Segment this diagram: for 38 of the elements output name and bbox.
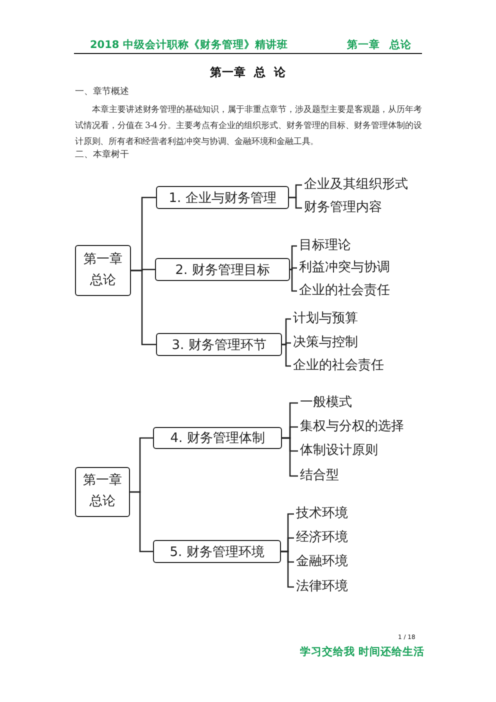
footer-slogan: 学习交给我 时间还给生活 — [300, 646, 425, 659]
subtopic-label: 决策与控制 — [293, 335, 358, 351]
topic-box: 1. 企业与财务管理 — [156, 186, 289, 209]
body-paragraph: 本章主要讲述财务管理的基础知识，属于非重点章节，涉及题型主要是客观题，从历年考试情况看，分值在 3-4 分。主要考点有企业的组织形式、财务管理的目标、财务管理体制的设计原则、所有者和经营者利益冲突与协调、金融环境和金融工具。 — [75, 104, 422, 149]
subtopic-label: 利益冲突与协调 — [299, 260, 390, 276]
subtopic-label: 体制设计原则 — [300, 443, 378, 459]
subtopic-label: 法律环境 — [296, 579, 348, 595]
chapter-box: 第一章总论 — [75, 467, 130, 517]
subtopic-label: 结合型 — [300, 468, 339, 484]
chapter-box: 第一章总论 — [75, 245, 131, 296]
subtopic-label: 财务管理内容 — [304, 200, 382, 216]
subtopic-label: 企业的社会责任 — [299, 283, 390, 299]
topic-box: 5. 财务管理环境 — [153, 540, 281, 563]
subtopic-label: 目标理论 — [299, 238, 351, 254]
topic-box: 3. 财务管理环节 — [156, 333, 282, 356]
page-title: 第一章 总 论 — [210, 66, 286, 80]
section-heading: 二、本章树干 — [75, 150, 129, 161]
course-header: 2018 中级会计职称《财务管理》精讲班 — [90, 39, 288, 52]
chapter-header: 第一章 总论 — [347, 39, 412, 52]
section-heading: 一、章节概述 — [75, 87, 129, 98]
connector-line — [130, 491, 153, 552]
subtopic-label: 经济环境 — [296, 530, 348, 546]
subtopic-label: 金融环境 — [296, 554, 348, 570]
connector-line — [290, 268, 297, 292]
connector-line — [282, 344, 291, 367]
topic-box: 4. 财务管理体制 — [153, 427, 282, 449]
connector-line — [290, 245, 297, 270]
subtopic-label: 集权与分权的选择 — [300, 419, 404, 435]
subtopic-label: 企业及其组织形式 — [304, 177, 408, 193]
connector-line — [282, 437, 298, 477]
subtopic-label: 企业的社会责任 — [293, 358, 384, 374]
subtopic-label: 一般模式 — [300, 395, 352, 411]
topic-box: 2. 财务管理目标 — [155, 258, 290, 281]
connector-line — [289, 196, 302, 209]
subtopic-label: 计划与预算 — [293, 311, 358, 327]
connector-line — [131, 270, 156, 346]
connector-line — [281, 550, 294, 588]
subtopic-label: 技术环境 — [296, 506, 348, 522]
